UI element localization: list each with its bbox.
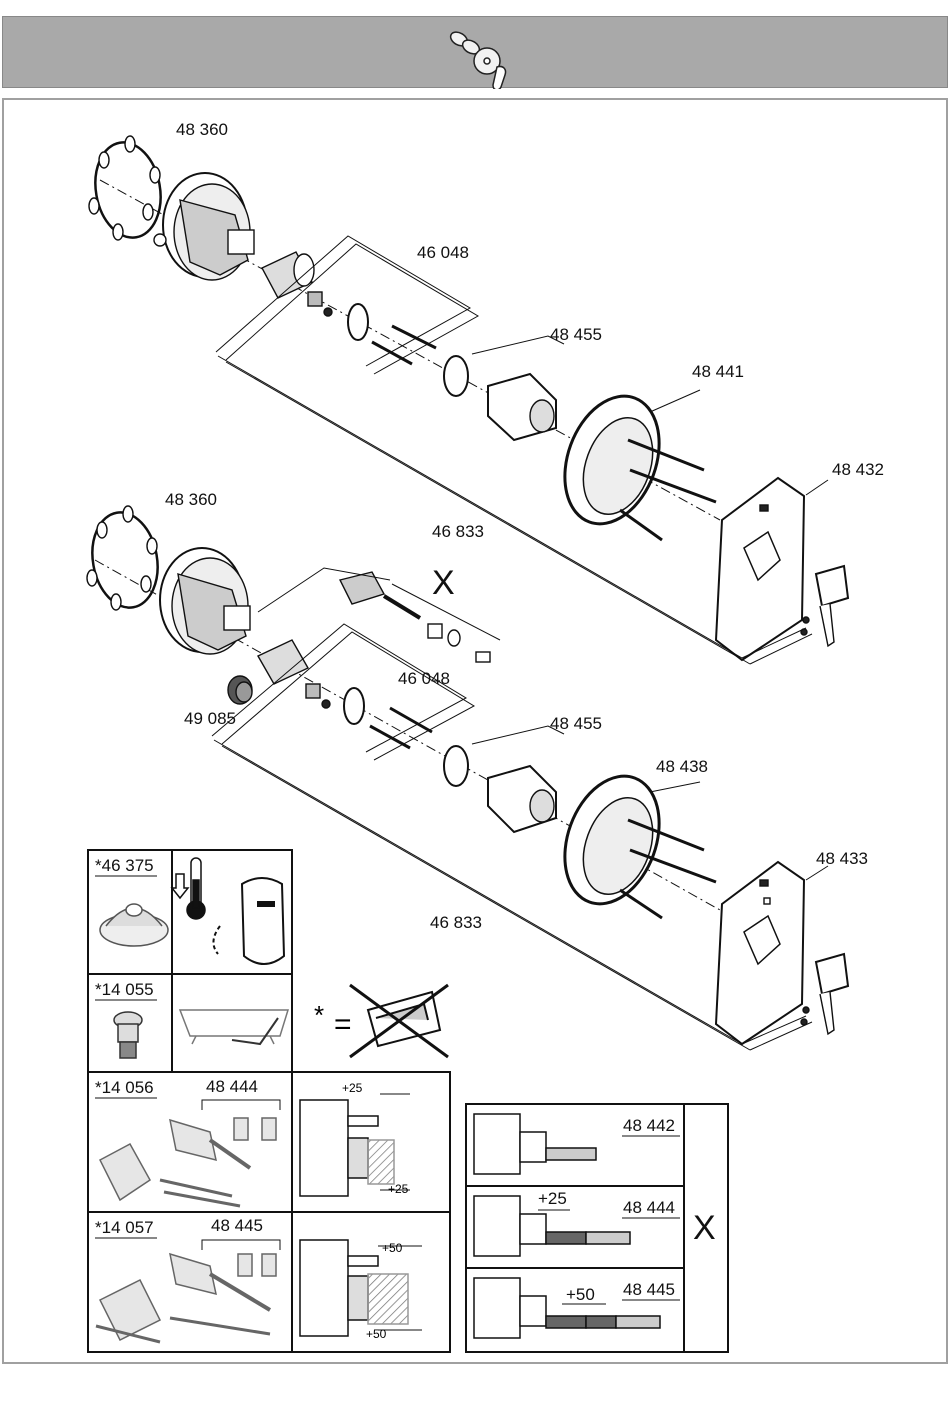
dim-top: +25 bbox=[342, 1081, 363, 1095]
label-48-455: 48 455 bbox=[550, 325, 602, 344]
plug-icon bbox=[228, 676, 252, 704]
valve-body-icon bbox=[160, 548, 250, 654]
part-number: *14 055 bbox=[95, 980, 154, 999]
dim-bottom: +25 bbox=[388, 1182, 409, 1196]
diverter-spindle-icon bbox=[340, 572, 490, 662]
kit-number: 48 445 bbox=[211, 1216, 263, 1235]
label-48-438: 48 438 bbox=[656, 757, 708, 776]
label-48-432: 48 432 bbox=[832, 460, 884, 479]
valve-body-icon bbox=[154, 173, 254, 280]
o-ring-icon bbox=[85, 506, 165, 613]
equals-mark: = bbox=[334, 1008, 352, 1041]
mounting-plate-icon bbox=[548, 763, 716, 918]
label-46-833: 46 833 bbox=[430, 913, 482, 932]
handle-icon bbox=[213, 878, 284, 964]
accessory-cell-46-375: *46 375 bbox=[95, 856, 284, 964]
o-ring-icon bbox=[88, 136, 168, 243]
star-mark: * bbox=[314, 1000, 324, 1030]
cartridge-side-icon bbox=[474, 1114, 596, 1174]
extension-kit-icon bbox=[96, 1254, 276, 1342]
bathtub-icon bbox=[180, 1010, 288, 1044]
extension-row-48-444: +25 48 444 bbox=[474, 1189, 680, 1256]
depth-diagram-icon bbox=[300, 1094, 410, 1196]
accessory-cell-14-055: *14 055 bbox=[95, 980, 288, 1058]
dim: +50 bbox=[566, 1285, 595, 1304]
extension-row-48-442: 48 442 bbox=[474, 1114, 680, 1174]
label-46-048: 46 048 bbox=[398, 669, 450, 688]
extension-kit-icon bbox=[100, 1118, 276, 1206]
label-48-360: 48 360 bbox=[165, 490, 217, 509]
bolt-icon bbox=[392, 326, 436, 348]
label-46-048: 46 048 bbox=[417, 243, 469, 262]
accessory-cell-14-056: *14 056 48 444 +25 +25 bbox=[95, 1077, 410, 1206]
adapter-icon bbox=[114, 1012, 142, 1058]
accessory-cell-14-057: *14 057 48 445 +50 +50 bbox=[95, 1216, 422, 1342]
part-number: *14 057 bbox=[95, 1218, 154, 1237]
extension-x-mark: X bbox=[693, 1209, 716, 1247]
label-48-360: 48 360 bbox=[176, 120, 228, 139]
sleeve-icon bbox=[488, 766, 556, 832]
label-48-455: 48 455 bbox=[550, 714, 602, 733]
part-number: 48 444 bbox=[623, 1198, 675, 1217]
dim-bottom: +50 bbox=[366, 1327, 387, 1341]
part-number: 48 445 bbox=[623, 1280, 675, 1299]
part-number: 48 442 bbox=[623, 1116, 675, 1135]
part-number: *14 056 bbox=[95, 1078, 154, 1097]
mounting-plate-icon bbox=[548, 383, 716, 540]
dim: +25 bbox=[538, 1189, 567, 1208]
cap-icon bbox=[100, 904, 168, 946]
label-49-085: 49 085 bbox=[184, 709, 236, 728]
diverter-x-mark: X bbox=[432, 564, 455, 602]
part-number: *46 375 bbox=[95, 856, 154, 875]
handle-icon bbox=[801, 566, 848, 646]
label-46-833: 46 833 bbox=[432, 522, 484, 541]
handle-icon bbox=[801, 954, 848, 1034]
crossed-box-icon bbox=[350, 985, 448, 1057]
label-48-441: 48 441 bbox=[692, 362, 744, 381]
cartridge-icon bbox=[262, 252, 332, 316]
label-48-433: 48 433 bbox=[816, 849, 868, 868]
kit-number: 48 444 bbox=[206, 1077, 258, 1096]
dim-top: +50 bbox=[382, 1241, 403, 1255]
not-included-note: * = bbox=[314, 985, 448, 1057]
depth-diagram-icon bbox=[300, 1240, 422, 1336]
sleeve-icon bbox=[488, 374, 556, 440]
ring-icon bbox=[348, 304, 368, 340]
extension-row-48-445: +50 48 445 bbox=[474, 1278, 680, 1338]
thermometer-icon bbox=[172, 858, 205, 919]
cover-plate-icon bbox=[716, 478, 804, 660]
cover-plate-icon bbox=[716, 862, 804, 1044]
